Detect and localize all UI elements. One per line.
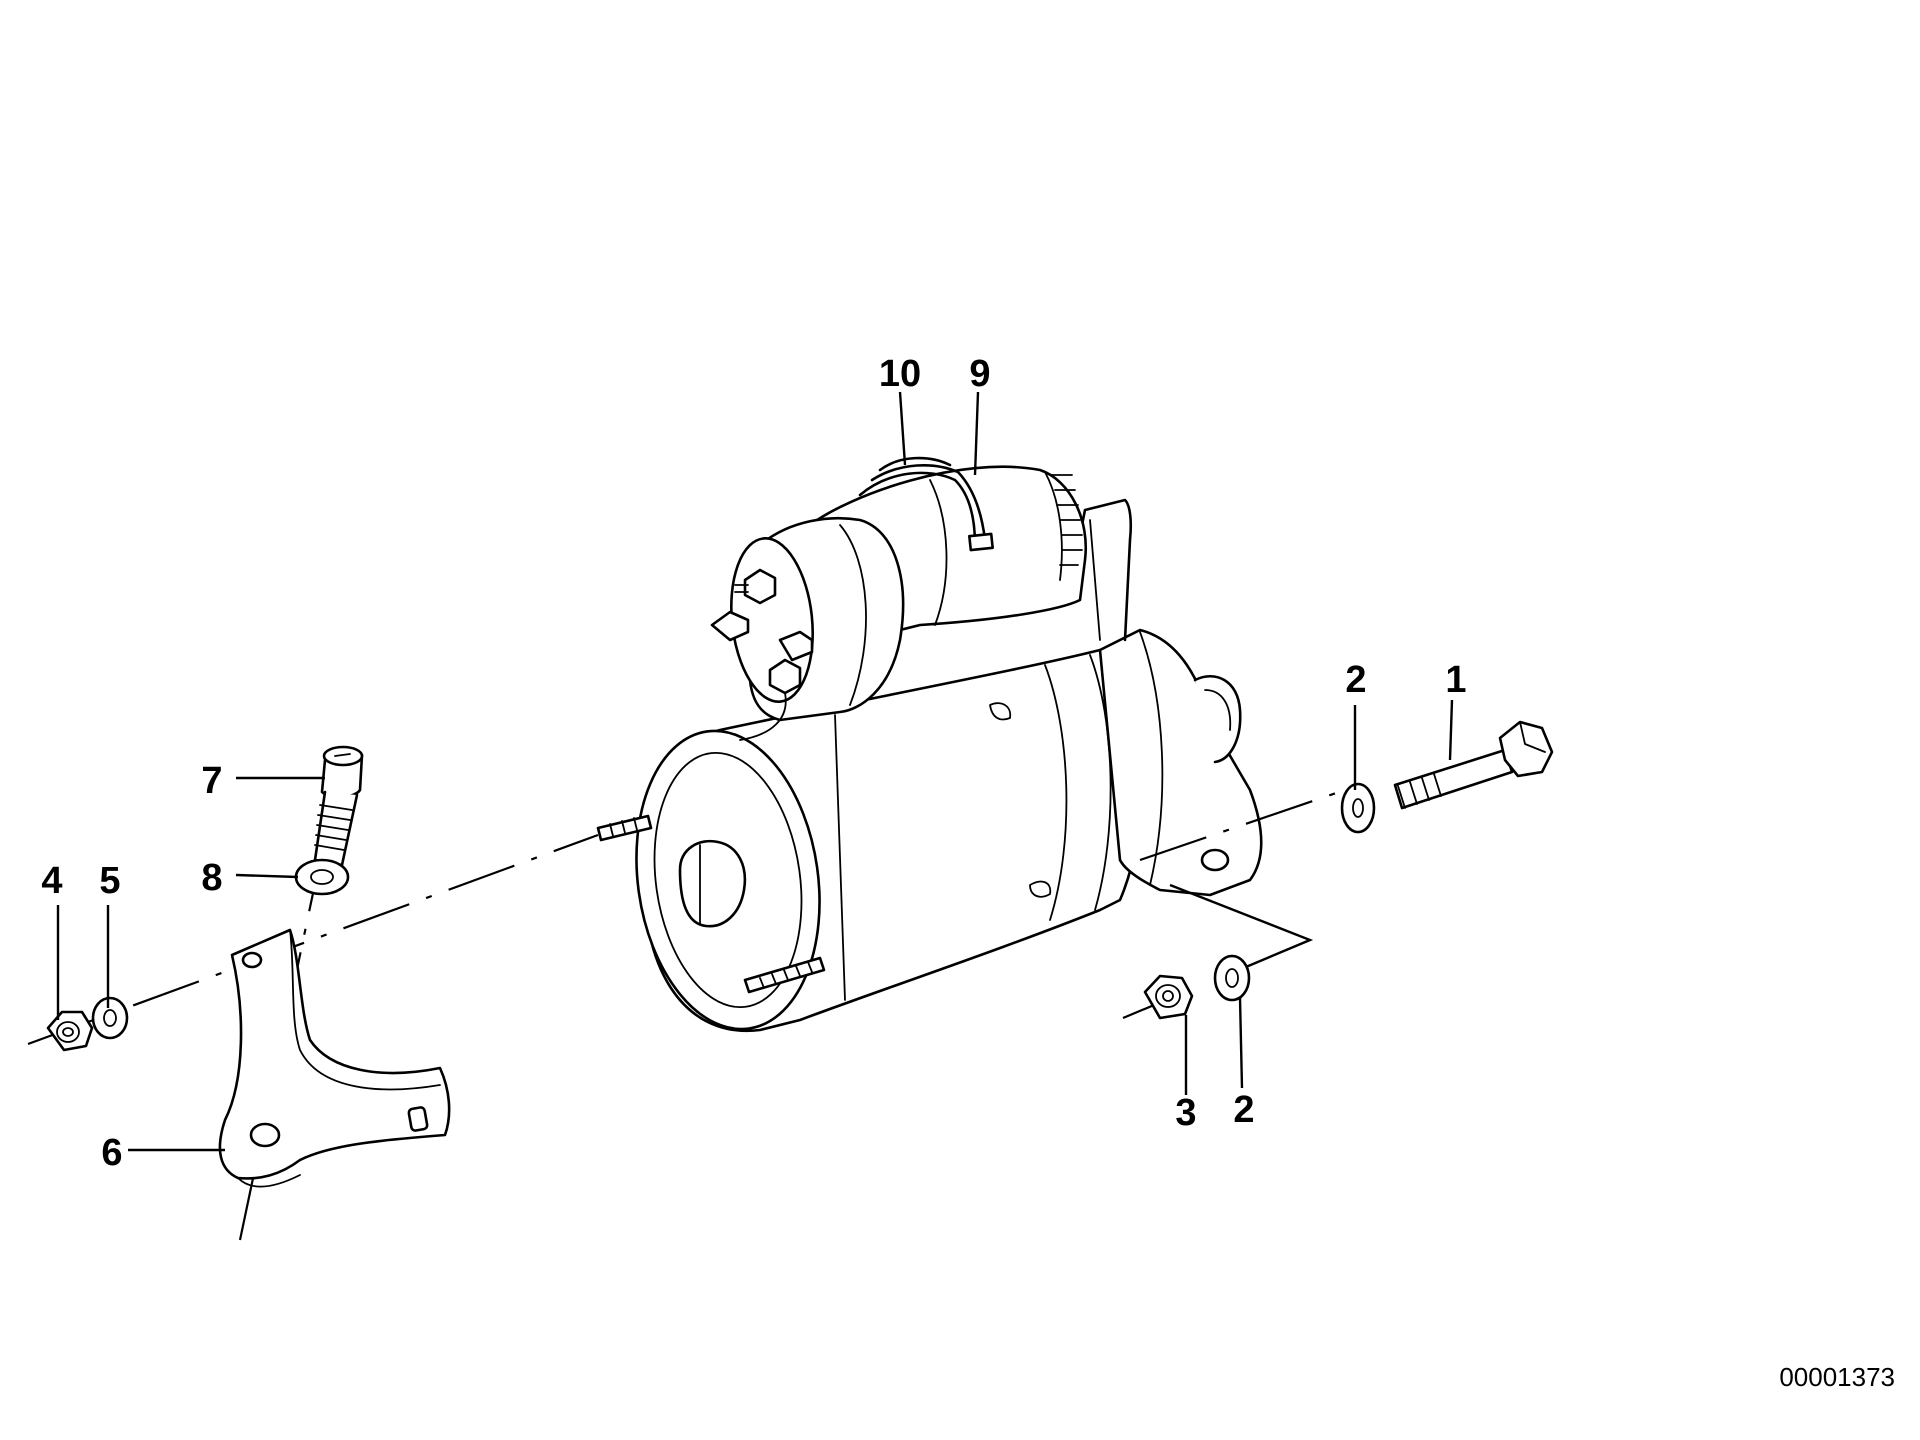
callout-3: 3 <box>1175 1092 1196 1134</box>
lock-washer-part-2-lower <box>1213 954 1251 1002</box>
callout-9: 9 <box>969 353 990 395</box>
socket-bolt-part-7 <box>313 745 364 867</box>
washer-part-2-upper <box>1340 782 1376 834</box>
callout-8: 8 <box>201 857 222 899</box>
callout-4: 4 <box>41 860 62 902</box>
washer-part-8 <box>294 858 350 896</box>
solenoid-switch <box>710 456 1088 741</box>
nut-part-4 <box>46 1010 94 1052</box>
callout-10: 10 <box>879 353 921 395</box>
callout-1: 1 <box>1445 659 1466 701</box>
callout-7: 7 <box>201 760 222 802</box>
hex-bolt-part-1 <box>1393 720 1554 810</box>
nut-part-3 <box>1143 974 1194 1020</box>
callout-6: 6 <box>101 1132 122 1174</box>
support-bracket <box>218 928 451 1188</box>
callout-5: 5 <box>99 860 120 902</box>
starter-motor <box>596 498 1263 1033</box>
callout-2-lower: 2 <box>1233 1089 1254 1131</box>
callout-labels: 1 2 2 3 4 5 6 7 8 9 10 <box>41 353 1466 1174</box>
drawing-number: 00001373 <box>1779 1362 1895 1392</box>
callout-2-upper: 2 <box>1345 659 1366 701</box>
lock-washer-part-5 <box>91 996 129 1040</box>
leader-lines <box>56 391 1454 1152</box>
